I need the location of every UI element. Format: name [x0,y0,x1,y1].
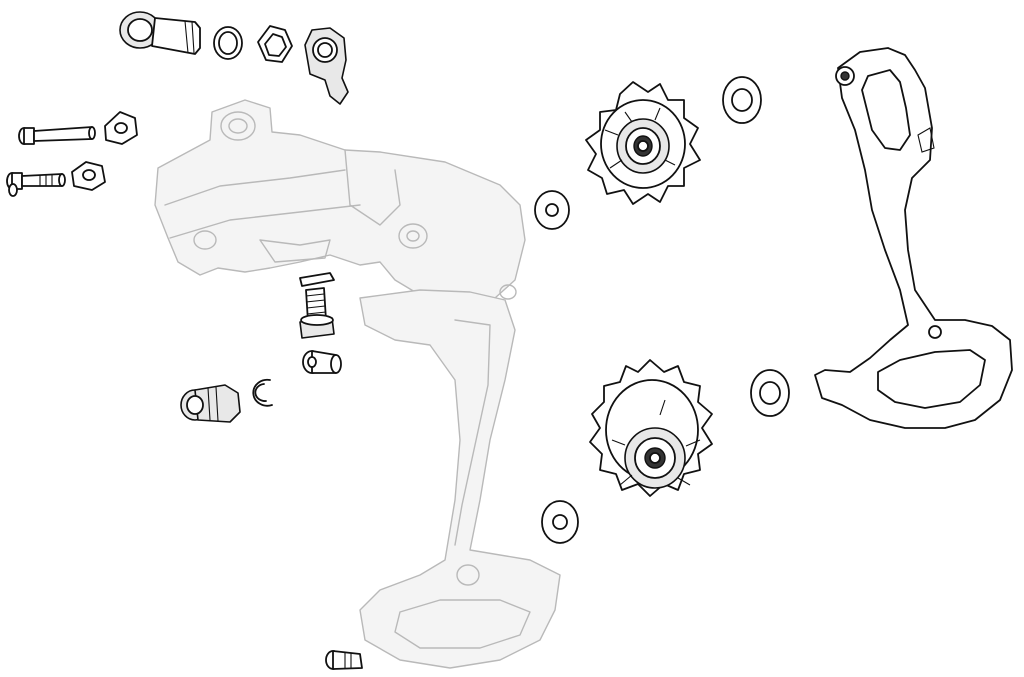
cam-washer-part [257,25,293,63]
pivot-ghost-5 [456,564,480,586]
hanger-bolt-part [119,11,201,55]
lower-pulley-wheel-part [589,359,713,497]
pin-bolt-part-1 [18,126,96,145]
barrel-adjuster-part [180,384,241,423]
spring-clip-part [299,272,335,287]
pivot-ghost-1 [193,230,217,250]
washer-ring-part [213,26,243,60]
pivot-ghost-2 [398,223,428,249]
cage-stop-bolt-part [325,650,363,670]
parallelogram-ghost [154,99,526,301]
inner-cage-plate-part [814,47,1013,429]
upper-pulley-washer-left [534,190,570,230]
pin-bolt-part-3 [8,183,18,197]
cage-mount-ghost [344,149,401,226]
inner-cage-outline [814,47,1013,429]
small-bushing-part [302,350,342,374]
inner-cage-window-top [861,69,911,151]
inner-cage-window-bottom [877,349,986,409]
b-knuckle-ghost [220,111,256,141]
link-upper-ghost [164,169,346,206]
clamp-ghost [259,239,331,263]
outer-cage-ghost [359,289,561,669]
pivot-ghost-4 [499,284,517,300]
c-clip-part [252,378,273,407]
pin-bolt-part-2 [6,172,66,190]
upper-pulley-washer-right [722,76,762,124]
pivot-ghost-2-hole [406,230,420,242]
derailleur-body-ghost [154,99,561,669]
b-knuckle-hole-ghost [228,118,248,134]
limit-screw-part [299,287,335,339]
hanger-nut-part [304,27,349,105]
lower-pulley-washer-left [541,500,579,544]
inner-cage-axle-hole [928,325,942,339]
lower-pulley-washer-right [750,369,790,417]
cage-window-ghost [394,599,531,649]
bushing-nut-part-1 [104,111,138,145]
upper-pulley-wheel-part [585,81,701,205]
bushing-nut-part-2 [71,161,106,191]
link-lower-ghost [169,204,361,239]
cage-rib-ghost [454,319,491,546]
